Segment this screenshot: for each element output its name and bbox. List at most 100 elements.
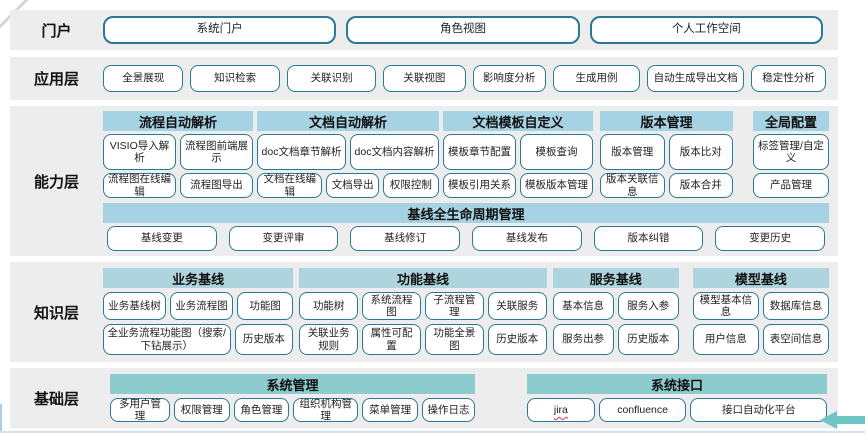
jira-label: jira — [553, 403, 568, 416]
module-box: 角色视图 — [346, 16, 580, 44]
knowledge-content: 业务基线 业务基线树 业务流程图 功能图 全业务流程功能图（搜索/下钻展示） 历… — [103, 262, 838, 362]
module-box: 子流程管理 — [424, 292, 484, 320]
module-box: 基线变更 — [107, 226, 217, 251]
module-box: 历史版本 — [487, 324, 547, 355]
arrow-tail — [835, 416, 865, 424]
group-header-service-baseline: 服务基线 — [552, 268, 679, 288]
module-box: doc文档内容解析 — [350, 134, 439, 170]
group-system-mgmt: 系统管理 多用户管理 权限管理 角色管理 组织机构管理 菜单管理 操作日志 — [110, 374, 476, 422]
group-service-baseline: 服务基线 基本信息 服务入参 服务出参 历史版本 — [552, 268, 679, 355]
group-header-business-baseline: 业务基线 — [103, 268, 294, 288]
module-box: 模板查询 — [520, 134, 593, 170]
module-box: 功能全景图 — [424, 324, 484, 355]
module-box: 稳定性分析 — [751, 65, 826, 92]
group-template-custom: 文档模板自定义 模板章节配置 模板查询 模板引用关系 模板版本管理 — [443, 111, 593, 198]
module-box: 知识检索 — [190, 65, 280, 92]
module-box: 模板引用关系 — [443, 173, 516, 198]
group-header-system-interface: 系统接口 — [527, 374, 827, 394]
module-box: 版本纠错 — [593, 226, 704, 251]
module-box: 自动生成导出文档 — [647, 65, 745, 92]
module-box: 文档在线编辑 — [257, 173, 323, 198]
group-doc-parse: 文档自动解析 doc文档章节解析 doc文档内容解析 文档在线编辑 文档导出 权… — [257, 111, 439, 198]
module-box: 属性可配置 — [362, 324, 421, 355]
module-box: 表空间信息 — [762, 324, 829, 355]
module-box: 流程图前端展示 — [180, 134, 253, 170]
module-box: 关联识别 — [286, 65, 377, 92]
module-box: 历史版本 — [234, 324, 294, 355]
module-box: 全业务流程功能图（搜索/下钻展示） — [103, 324, 231, 355]
foundation-content: 系统管理 多用户管理 权限管理 角色管理 组织机构管理 菜单管理 操作日志 系统… — [103, 368, 838, 428]
module-box: 多用户管理 — [110, 398, 170, 422]
layer-band-portal: 门户 系统门户 角色视图 个人工作空间 — [10, 10, 838, 50]
module-box: doc文档章节解析 — [257, 134, 346, 170]
module-box: 系统门户 — [103, 16, 337, 44]
module-box: 变更历史 — [715, 226, 826, 251]
module-box: 版本合并 — [668, 173, 733, 198]
module-box: 业务流程图 — [170, 292, 234, 320]
group-model-baseline: 模型基线 模型基本信息 数据库信息 用户信息 表空间信息 — [692, 268, 829, 355]
module-box: 接口自动化平台 — [690, 398, 827, 422]
module-box: 基线修订 — [350, 226, 461, 251]
module-box: 服务入参 — [617, 292, 679, 320]
module-box: 系统流程图 — [362, 292, 421, 320]
module-box: 生成用例 — [552, 65, 641, 92]
layer-label-capability: 能力层 — [33, 173, 79, 191]
module-box: 变更评审 — [228, 226, 339, 251]
baseline-header: 基线全生命周期管理 — [103, 203, 829, 223]
layer-band-application: 应用层 全景展现 知识检索 关联识别 关联视图 影响度分析 生成用例 自动生成导… — [10, 57, 838, 100]
group-header-model-baseline: 模型基线 — [692, 268, 829, 288]
module-box: 功能图 — [237, 292, 294, 320]
layer-label-portal: 门户 — [41, 22, 72, 40]
module-box: 流程图在线编辑 — [103, 173, 176, 198]
layer-label-foundation: 基础层 — [33, 390, 79, 408]
group-function-baseline: 功能基线 功能树 系统流程图 子流程管理 关联服务 关联业务规则 属性可配置 功… — [299, 268, 547, 355]
left-edge-mark — [0, 404, 2, 431]
portal-content: 系统门户 角色视图 个人工作空间 — [103, 10, 838, 50]
module-box: 影响度分析 — [472, 65, 546, 92]
application-content: 全景展现 知识检索 关联识别 关联视图 影响度分析 生成用例 自动生成导出文档 … — [103, 57, 838, 100]
module-box: 历史版本 — [617, 324, 679, 355]
module-box: 基本信息 — [552, 292, 614, 320]
module-box: 文档导出 — [326, 173, 379, 198]
module-box: 服务出参 — [552, 324, 614, 355]
module-box: jira — [527, 398, 595, 422]
module-box: 个人工作空间 — [589, 16, 823, 44]
module-box: confluence — [598, 398, 687, 422]
module-box: 版本比对 — [668, 134, 733, 170]
group-header-process-parse: 流程自动解析 — [103, 111, 253, 131]
module-box: 模板版本管理 — [520, 173, 593, 198]
capability-content: 流程自动解析 VISIO导入解析 流程图前端展示 流程图在线编辑 流程图导出 文… — [103, 106, 838, 256]
group-header-function-baseline: 功能基线 — [299, 268, 547, 288]
group-header-version-mgmt: 版本管理 — [600, 111, 733, 131]
capability-groups: 流程自动解析 VISIO导入解析 流程图前端展示 流程图在线编辑 流程图导出 文… — [103, 111, 829, 198]
module-box: 菜单管理 — [362, 398, 418, 422]
module-box: 模型基本信息 — [692, 292, 759, 320]
module-box: 角色管理 — [233, 398, 290, 422]
group-system-interface: 系统接口 jira confluence 接口自动化平台 — [527, 374, 827, 422]
group-header-template-custom: 文档模板自定义 — [443, 111, 593, 131]
module-box: 关联服务 — [487, 292, 547, 320]
group-process-parse: 流程自动解析 VISIO导入解析 流程图前端展示 流程图在线编辑 流程图导出 — [103, 111, 253, 198]
group-header-system-mgmt: 系统管理 — [110, 374, 475, 394]
module-box: 组织机构管理 — [293, 398, 359, 422]
module-box: 模板章节配置 — [443, 134, 516, 170]
layer-band-knowledge: 知识层 业务基线 业务基线树 业务流程图 功能图 全业务流程功能图（搜索/下钻展… — [10, 262, 838, 362]
module-box: 权限管理 — [173, 398, 230, 422]
module-box: 业务基线树 — [103, 292, 167, 320]
module-box: 关联业务规则 — [299, 324, 359, 355]
left-arrow-decoration — [820, 411, 865, 429]
module-box: 操作日志 — [421, 398, 476, 422]
module-box: 数据库信息 — [762, 292, 829, 320]
module-box: 功能树 — [299, 292, 359, 320]
module-box: 标签管理/自定义 — [753, 134, 829, 170]
module-box: 权限控制 — [382, 173, 439, 198]
module-box: 关联视图 — [383, 65, 466, 92]
group-global-config: 全局配置 标签管理/自定义 产品管理 — [753, 111, 829, 198]
layer-label-knowledge: 知识层 — [33, 304, 79, 322]
module-box: 全景展现 — [103, 65, 184, 92]
module-box: 流程图导出 — [180, 173, 253, 198]
group-header-doc-parse: 文档自动解析 — [257, 111, 439, 131]
layer-band-foundation: 基础层 系统管理 多用户管理 权限管理 角色管理 组织机构管理 菜单管理 操作日… — [10, 368, 838, 428]
module-box: 版本管理 — [600, 134, 665, 170]
